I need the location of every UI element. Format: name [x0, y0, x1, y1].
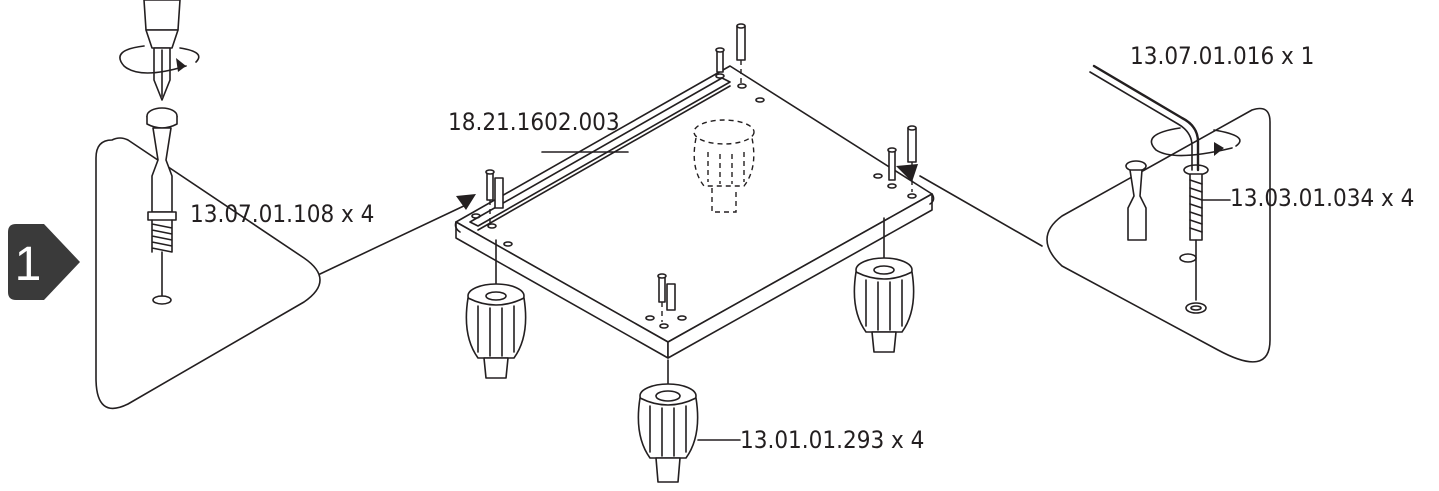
foot-left — [465, 239, 527, 379]
allen-key-icon — [1089, 64, 1200, 172]
step-number: 1 — [15, 238, 42, 291]
foot-hidden — [693, 119, 755, 213]
right-detail-callout — [1046, 107, 1271, 363]
allen-key-part-label: 13.07.01.016 x 1 — [1130, 42, 1314, 70]
base-frame — [454, 65, 935, 359]
rotate-arrow-icon — [1150, 127, 1241, 157]
foot-part-label: 13.01.01.293 x 4 — [740, 426, 924, 454]
frame-part-label: 18.21.1602.003 — [448, 108, 620, 136]
bolt-part-label: 13.03.01.034 x 4 — [1230, 184, 1414, 212]
left-detail-callout — [95, 107, 321, 410]
step-badge: 1 — [8, 224, 80, 300]
pin-part-label: 13.07.01.108 x 4 — [190, 200, 374, 228]
pin-leader-line — [319, 203, 469, 275]
foot-right — [853, 217, 915, 353]
pin-detail — [146, 107, 178, 305]
bolt-leader-to-frame — [919, 175, 1043, 247]
foot-front — [637, 359, 699, 483]
screwdriver-icon — [143, 0, 181, 101]
frame-fasteners — [485, 23, 917, 322]
rotate-arrow-icon — [119, 45, 200, 74]
